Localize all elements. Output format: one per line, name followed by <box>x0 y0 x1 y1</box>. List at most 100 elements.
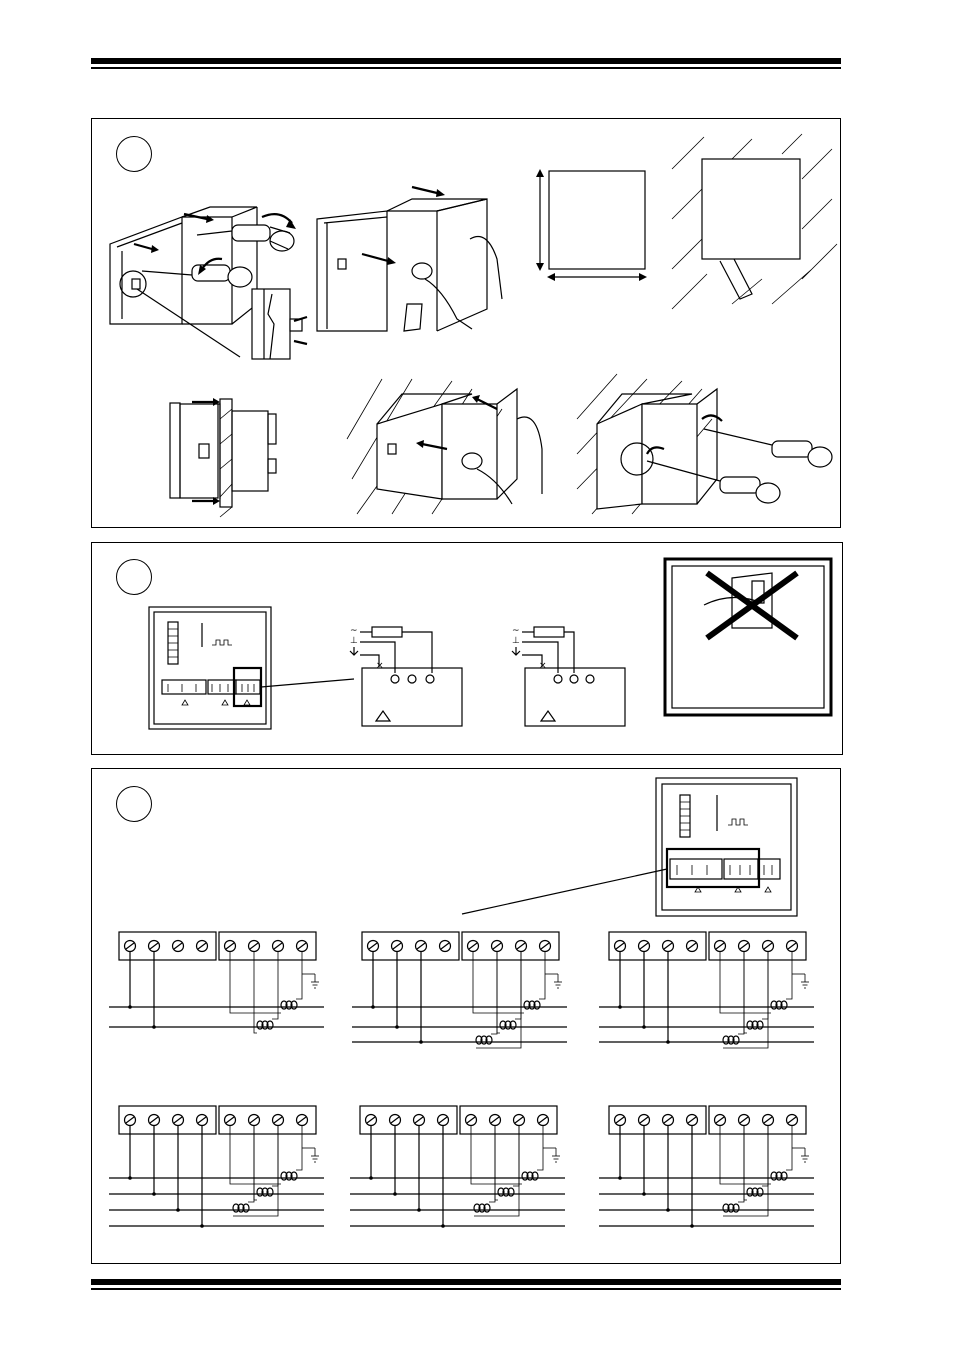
terminal-screw-icon <box>414 1115 425 1126</box>
terminal-screw-icon <box>687 941 698 952</box>
unit-side-view-wall <box>170 398 276 517</box>
prohibited-box <box>665 559 831 715</box>
terminal-screw-icon <box>366 1115 377 1126</box>
terminal-screw-icon <box>197 941 208 952</box>
header-rule-thin <box>91 67 841 69</box>
wiring-diagrams-group <box>109 932 814 1228</box>
power-wiring-illustration: ~ ⊥ × ~ ⊥ × <box>92 543 844 756</box>
terminal-screw-icon <box>739 941 750 952</box>
current-transformer-icon <box>723 1036 739 1044</box>
arrow-icon <box>412 187 437 193</box>
arrow-icon <box>702 415 722 421</box>
terminal-screw-icon <box>687 1115 698 1126</box>
header-rule-thick <box>91 58 841 64</box>
ground-symbol: ⊥ <box>512 636 520 646</box>
wall-cutout-hatched <box>672 134 837 309</box>
current-transformer-icon <box>498 1188 514 1196</box>
panel-cutout-dimension <box>536 169 647 281</box>
terminal-screw-icon <box>273 1115 284 1126</box>
current-transformer-icon <box>476 1036 492 1044</box>
wiring-diagram <box>109 1106 324 1228</box>
terminal-screw-icon <box>440 941 451 952</box>
terminal-screw-icon <box>468 941 479 952</box>
mounting-panel <box>91 118 841 528</box>
terminal-screw-icon <box>149 941 160 952</box>
unit-front-with-screwdrivers <box>110 207 307 359</box>
terminal-screw-icon <box>739 1115 750 1126</box>
terminal-screw-icon <box>763 1115 774 1126</box>
wiring-diagram <box>352 932 567 1048</box>
power-connection-diagram-1: ~ ⊥ × <box>350 626 462 726</box>
terminal-screw-icon <box>416 941 427 952</box>
svg-text:×: × <box>376 661 384 671</box>
terminal-screw-icon <box>225 1115 236 1126</box>
current-transformer-icon <box>747 1188 763 1196</box>
terminal-screw-icon <box>390 1115 401 1126</box>
terminal-screw-icon <box>438 1115 449 1126</box>
terminal-screw-icon <box>249 1115 260 1126</box>
unit-removal-screwdrivers <box>577 374 832 514</box>
current-transformer-icon <box>522 1172 538 1180</box>
current-transformer-icon <box>771 1001 787 1009</box>
terminal-screw-icon <box>125 941 136 952</box>
ground-symbol: ⊥ <box>350 636 358 646</box>
footer-rule-thick <box>91 1279 841 1285</box>
terminal-screw-icon <box>490 1115 501 1126</box>
terminal-screw-icon <box>787 1115 798 1126</box>
current-transformer-icon <box>524 1001 540 1009</box>
terminal-screw-icon <box>639 1115 650 1126</box>
terminal-screw-icon <box>173 1115 184 1126</box>
power-connection-diagram-2: ~ ⊥ × <box>512 626 625 726</box>
current-transformer-icon <box>474 1204 490 1212</box>
input-wiring-panel <box>91 768 841 1264</box>
wiring-diagram <box>599 932 814 1048</box>
footer-rule-thin <box>91 1288 841 1290</box>
terminal-screw-icon <box>639 941 650 952</box>
terminal-screw-icon <box>297 941 308 952</box>
wiring-diagram <box>109 932 324 1033</box>
terminal-screw-icon <box>715 1115 726 1126</box>
current-transformer-icon <box>500 1021 516 1029</box>
terminal-screw-icon <box>763 941 774 952</box>
terminal-screw-icon <box>615 1115 626 1126</box>
terminal-screw-icon <box>197 1115 208 1126</box>
unit-push-hand <box>347 379 542 514</box>
terminal-screw-icon <box>273 941 284 952</box>
terminal-screw-icon <box>514 1115 525 1126</box>
terminal-screw-icon <box>540 941 551 952</box>
power-wiring-panel: ~ ⊥ × ~ ⊥ × <box>91 542 843 755</box>
current-transformer-icon <box>257 1188 273 1196</box>
arrow-icon <box>362 254 388 261</box>
terminal-screw-icon <box>225 941 236 952</box>
screwdriver-icon <box>142 265 252 287</box>
current-transformer-icon <box>257 1021 273 1029</box>
ac-symbol: ~ <box>350 626 358 636</box>
terminal-screw-icon <box>149 1115 160 1126</box>
terminal-screw-icon <box>516 941 527 952</box>
input-wiring-illustration <box>92 769 842 1265</box>
terminal-screw-icon <box>538 1115 549 1126</box>
screwdriver-icon <box>197 225 294 251</box>
terminal-screw-icon <box>615 941 626 952</box>
screwdriver-icon <box>704 429 832 467</box>
instrument-rear-view <box>149 607 354 729</box>
terminal-screw-icon <box>663 1115 674 1126</box>
arrow-icon <box>134 244 152 249</box>
wiring-diagram <box>350 1106 565 1228</box>
current-transformer-icon <box>771 1172 787 1180</box>
terminal-screw-icon <box>787 941 798 952</box>
current-transformer-icon <box>723 1204 739 1212</box>
current-transformer-icon <box>233 1204 249 1212</box>
arrow-icon <box>262 214 292 223</box>
mounting-illustration <box>92 119 842 529</box>
terminal-screw-icon <box>492 941 503 952</box>
terminal-screw-icon <box>125 1115 136 1126</box>
terminal-screw-icon <box>249 941 260 952</box>
instrument-rear-view <box>462 778 797 916</box>
terminal-screw-icon <box>663 941 674 952</box>
terminal-screw-icon <box>715 941 726 952</box>
terminal-screw-icon <box>392 941 403 952</box>
terminal-screw-icon <box>466 1115 477 1126</box>
terminal-screw-icon <box>297 1115 308 1126</box>
current-transformer-icon <box>281 1172 297 1180</box>
